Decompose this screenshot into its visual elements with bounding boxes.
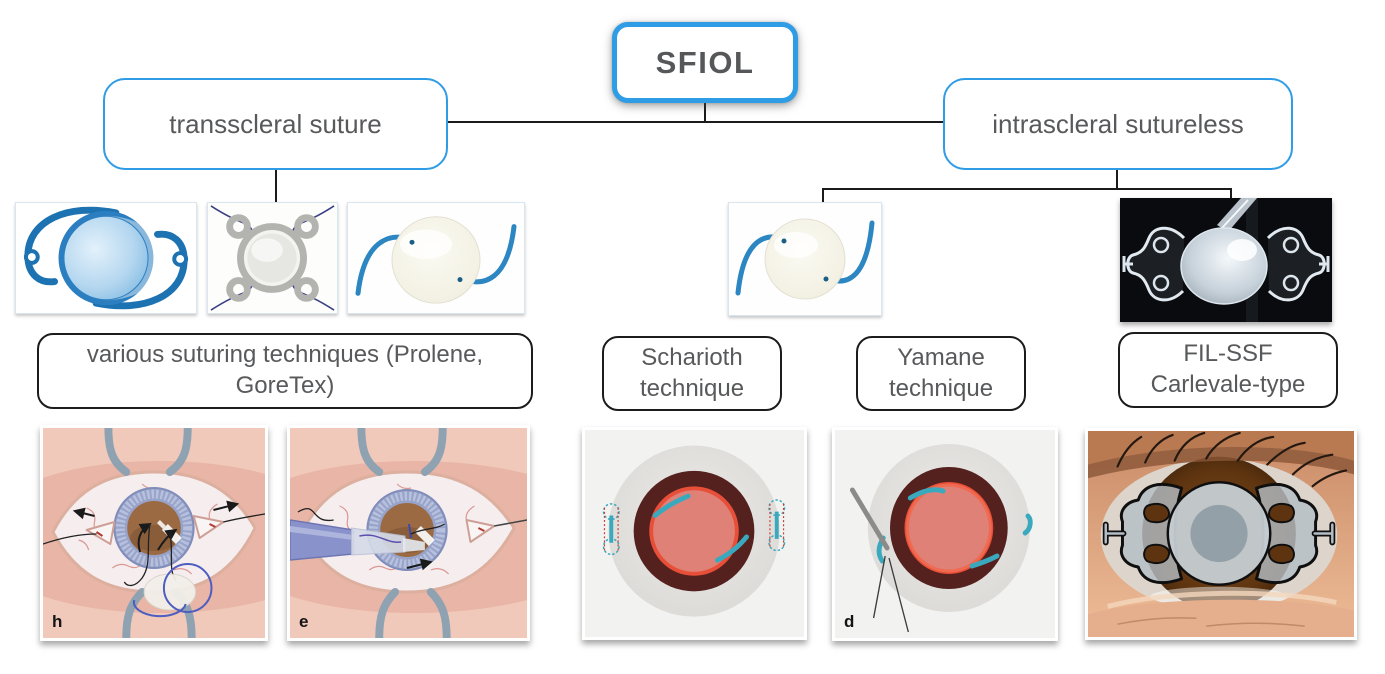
blue-cloop-iol-image (15, 202, 197, 314)
carlevale-iol-overlay-icon (1102, 481, 1336, 586)
panel-letter-h: h (52, 612, 63, 631)
transscleral-surgery-step-h-image: h (40, 425, 268, 641)
four-loop-iol-figure (208, 203, 337, 313)
eyelashes-icon (1116, 431, 1348, 488)
connector-line (448, 121, 945, 123)
surgery-step-e-figure (290, 428, 527, 638)
yamane-technique-image: d (832, 427, 1058, 641)
node-intrascleral-label: intrascleral sutureless (992, 108, 1244, 139)
root-node-sfiol: SFIOL (612, 22, 798, 103)
carlevale-eye-photo-figure (1088, 431, 1354, 637)
scharioth-technique-image (582, 427, 807, 640)
label-box-suturing-techniques: various suturing techniques (Prolene, Go… (37, 333, 533, 409)
scleral-tunnel-marks-icon (602, 499, 786, 556)
connector-line (1116, 170, 1118, 189)
label-box-carlevale: FIL-SSF Carlevale-type (1118, 332, 1338, 408)
label-box-yamane: Yamane technique (856, 336, 1026, 411)
connector-line (1230, 188, 1232, 199)
needle-icon (849, 487, 890, 551)
connector-line (275, 170, 277, 203)
scharioth-diagram-figure (585, 430, 804, 637)
carlevale-label: FIL-SSF Carlevale-type (1150, 340, 1306, 398)
three-piece-iol-figure (729, 203, 881, 315)
label-box-scharioth: Scharioth technique (602, 336, 782, 411)
node-transscleral-suture: transscleral suture (103, 78, 448, 170)
connector-line (704, 103, 706, 123)
panel-letter-d: d (844, 612, 855, 631)
connector-line (822, 188, 1232, 190)
panel-letter-e: e (299, 612, 309, 631)
carlevale-iol-figure (1120, 198, 1332, 322)
iol-haptic-icon (652, 493, 750, 563)
three-piece-iol-image (728, 202, 882, 316)
surgery-step-h-figure (43, 428, 265, 638)
eyelid-speculum-icon (357, 428, 451, 638)
four-loop-sutured-iol-image (207, 202, 338, 314)
white-cloop-iol-image (347, 202, 525, 314)
node-transscleral-label: transscleral suture (169, 108, 382, 139)
yamane-diagram-figure (835, 430, 1055, 638)
node-intrascleral-sutureless: intrascleral sutureless (943, 78, 1293, 170)
suturing-techniques-label: various suturing techniques (Prolene, Go… (86, 341, 484, 399)
carlevale-iol-dark-image (1120, 198, 1332, 322)
carlevale-in-eye-photo (1085, 428, 1357, 640)
connector-line (822, 188, 824, 203)
white-cloop-iol-figure (348, 203, 524, 313)
scharioth-label: Scharioth technique (639, 343, 745, 402)
root-node-label: SFIOL (655, 44, 755, 80)
yamane-label: Yamane technique (888, 343, 994, 402)
blue-cloop-iol-figure (16, 203, 196, 313)
transscleral-surgery-step-e-image: e (287, 425, 530, 641)
